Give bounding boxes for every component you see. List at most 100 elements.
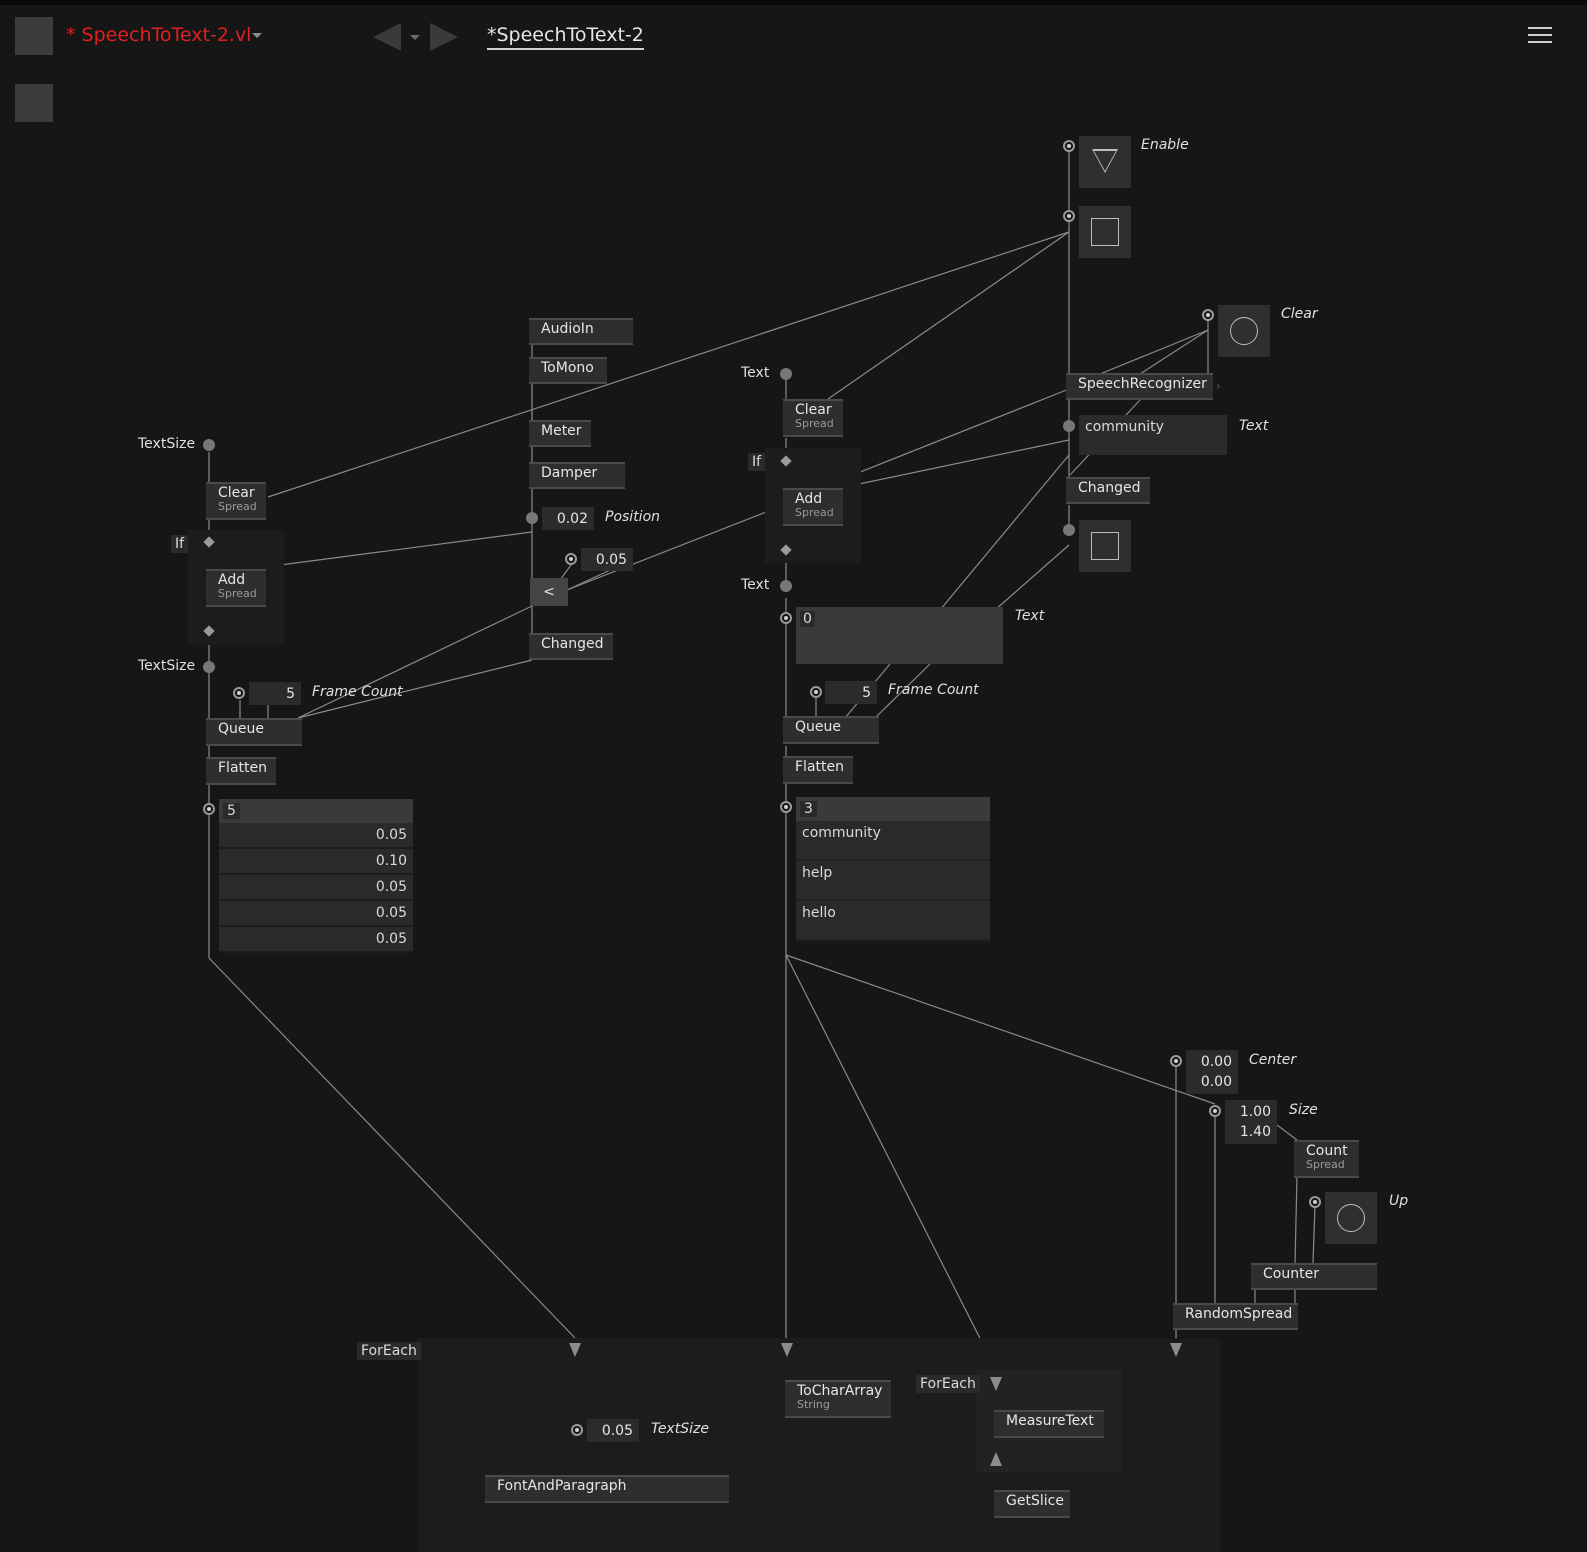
spread-left-row: 0.05: [219, 901, 413, 927]
threshold-pin[interactable]: [565, 553, 577, 565]
node-tomono[interactable]: ToMono: [529, 357, 607, 384]
node-clear-left-label: Clear: [218, 485, 255, 501]
node-add-mid[interactable]: Add Spread: [783, 488, 843, 526]
text-in-pin[interactable]: [780, 368, 792, 380]
node-getslice[interactable]: GetSlice: [994, 1490, 1070, 1518]
position-value[interactable]: 0.02: [542, 507, 594, 530]
patch-explorer-button[interactable]: [15, 84, 53, 122]
node-audioin[interactable]: AudioIn: [529, 318, 633, 345]
spread-mid-row: help: [796, 861, 990, 901]
window-top-strip: [0, 0, 1587, 5]
textsize-inner-value[interactable]: 0.05: [587, 1419, 639, 1442]
text-out-pin[interactable]: [780, 580, 792, 592]
bang-pin[interactable]: [1063, 210, 1075, 222]
frame-count-pin-1[interactable]: [233, 687, 245, 699]
node-count-label: Count: [1306, 1143, 1348, 1159]
position-pin[interactable]: [526, 512, 538, 524]
text-count-pin[interactable]: [780, 612, 792, 624]
node-damper[interactable]: Damper: [529, 462, 625, 489]
up-button[interactable]: [1325, 1192, 1377, 1244]
frame-count-value-1[interactable]: 5: [249, 682, 301, 705]
node-clear-mid-label: Clear: [795, 402, 832, 418]
size-value-box[interactable]: 1.00 1.40: [1225, 1100, 1277, 1144]
text-label-2: Text: [1015, 608, 1045, 624]
node-random-spread[interactable]: RandomSpread: [1173, 1303, 1298, 1330]
spread-left-count: 5: [223, 803, 240, 819]
frame-count-pin-2[interactable]: [810, 686, 822, 698]
back-arrow-icon[interactable]: [373, 23, 401, 51]
text-out-label: Text: [741, 577, 770, 593]
node-queue-mid[interactable]: Queue: [783, 716, 879, 744]
threshold-value[interactable]: 0.05: [581, 548, 633, 571]
node-counter[interactable]: Counter: [1251, 1263, 1377, 1290]
node-add-left-sub: Spread: [218, 587, 257, 600]
splicer-in-2-icon: [781, 1343, 793, 1357]
textsize-in-pin[interactable]: [203, 439, 215, 451]
position-label: Position: [605, 509, 661, 525]
node-add-mid-sub: Spread: [795, 506, 834, 519]
frame-count-value-2[interactable]: 5: [825, 681, 877, 704]
file-menu[interactable]: * SpeechToText-2.vl: [66, 24, 252, 46]
foreach-inner-label: ForEach: [916, 1375, 980, 1393]
frame-count-label-1: Frame Count: [312, 684, 403, 700]
node-fontandparagraph[interactable]: FontAndParagraph: [485, 1475, 729, 1503]
node-flatten-mid[interactable]: Flatten: [783, 756, 853, 784]
hamburger-menu-icon[interactable]: [1528, 27, 1552, 43]
center-pin[interactable]: [1170, 1055, 1182, 1067]
bang-button[interactable]: [1079, 206, 1131, 258]
node-speech-recognizer[interactable]: SpeechRecognizer: [1066, 373, 1213, 400]
textsize-in-label: TextSize: [138, 436, 196, 452]
size-y: 1.40: [1239, 1124, 1271, 1140]
node-tochararray[interactable]: ToCharArray String: [785, 1380, 891, 1418]
tab-patch[interactable]: *SpeechToText-2: [487, 24, 644, 50]
square-icon: [1091, 218, 1119, 246]
clear-button[interactable]: [1218, 305, 1270, 357]
size-pin[interactable]: [1209, 1105, 1221, 1117]
changed-bang-button[interactable]: [1079, 520, 1131, 572]
enable-toggle[interactable]: [1079, 136, 1131, 188]
changed-bang-pin[interactable]: [1063, 524, 1075, 536]
text-count-box[interactable]: 0: [796, 607, 1003, 664]
spread-left-row: 0.05: [219, 927, 413, 953]
up-pin[interactable]: [1309, 1196, 1321, 1208]
textsize-inner-pin[interactable]: [571, 1424, 583, 1436]
node-clear-mid[interactable]: Clear Spread: [783, 399, 843, 437]
text-in-label: Text: [741, 365, 770, 381]
if-mid-label: If: [748, 453, 766, 471]
node-changed-audio[interactable]: Changed: [529, 633, 613, 660]
spread-left-box[interactable]: 5 0.05 0.10 0.05 0.05 0.05: [219, 799, 413, 953]
clear-pad-pin[interactable]: [1202, 309, 1214, 321]
size-label: Size: [1289, 1102, 1318, 1118]
app-icon[interactable]: [15, 17, 53, 55]
clear-label: Clear: [1281, 306, 1318, 322]
forward-arrow-icon[interactable]: [430, 23, 458, 51]
node-queue-left[interactable]: Queue: [206, 718, 302, 746]
chevron-down-icon[interactable]: [252, 33, 262, 38]
up-label: Up: [1389, 1193, 1409, 1209]
history-dropdown-icon[interactable]: [410, 35, 420, 40]
spread-mid-pin[interactable]: [780, 801, 792, 813]
spread-mid-header: 3: [796, 797, 990, 821]
node-clear-left[interactable]: Clear Spread: [206, 482, 266, 520]
node-meter[interactable]: Meter: [529, 420, 591, 447]
spread-mid-count: 3: [800, 801, 817, 817]
node-count[interactable]: Count Spread: [1294, 1140, 1359, 1178]
text-output-pin[interactable]: [1063, 420, 1075, 432]
textsize-out-label: TextSize: [138, 658, 196, 674]
enable-pad-pin[interactable]: [1063, 140, 1075, 152]
recognized-text-box[interactable]: community: [1079, 415, 1227, 455]
splicer-out-icon: [990, 1452, 1002, 1466]
center-label: Center: [1249, 1052, 1297, 1068]
spread-left-pin[interactable]: [203, 803, 215, 815]
node-less-than[interactable]: <: [530, 578, 568, 606]
spread-mid-box[interactable]: 3 community help hello: [796, 797, 990, 941]
node-flatten-left[interactable]: Flatten: [206, 757, 276, 785]
splicer-in-3-icon: [1170, 1343, 1182, 1357]
center-x: 0.00: [1200, 1054, 1232, 1070]
textsize-out-pin[interactable]: [203, 661, 215, 673]
node-changed-speech[interactable]: Changed: [1066, 477, 1150, 504]
node-add-left[interactable]: Add Spread: [206, 569, 266, 607]
center-value-box[interactable]: 0.00 0.00: [1186, 1050, 1238, 1094]
node-measuretext[interactable]: MeasureText: [994, 1410, 1104, 1438]
